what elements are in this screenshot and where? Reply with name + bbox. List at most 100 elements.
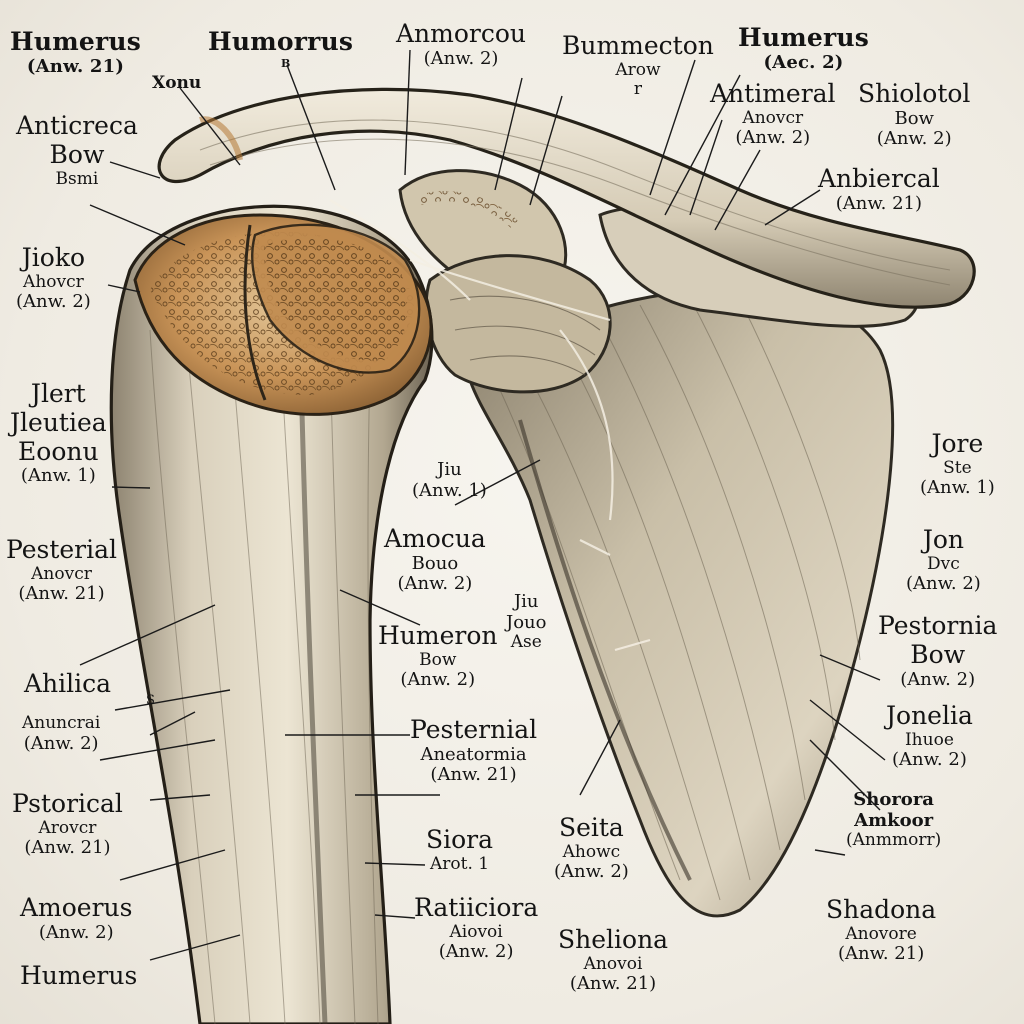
label-sub: Ahovcr (23, 271, 84, 292)
label-amoerus: Amoerus (Anw. 2) (20, 893, 133, 943)
label-title: Shorora (853, 789, 934, 810)
label-title: Amoerus (20, 893, 133, 922)
label-sub: Ihuoe (904, 729, 954, 750)
label-humerus-top-left: Humerus (Anw. 21) (10, 27, 141, 77)
label-s-mark: S (146, 693, 155, 709)
label-title: Seita (558, 813, 624, 842)
label-sub: Ahowc (562, 841, 621, 862)
label-anuncrai: Anuncrai (Anw. 2) (22, 713, 101, 754)
label-jioko: Jioko Ahovcr (Anw. 2) (16, 243, 91, 313)
label-sub2: (Anw. 2) (892, 749, 967, 771)
label-sub2: (Anw. 21) (569, 973, 657, 995)
label-sub: (Anw. 2) (38, 921, 114, 943)
label-pstorical: Pstorical Arovcr (Anw. 21) (12, 789, 123, 859)
label-title: Anmorcou (396, 19, 527, 48)
label-anticreca: Anticreca Bow Bsmi (16, 111, 138, 189)
label-title: Anuncrai (22, 713, 101, 733)
label-title: Jon (922, 525, 964, 554)
label-sub2: (Anw. 2) (906, 573, 981, 595)
label-sub: Jouo (506, 611, 547, 633)
label-sub: Aneatormia (420, 743, 527, 765)
label-ahilica: Ahilica (24, 669, 112, 699)
label-title: Humorrus (208, 27, 354, 56)
label-sub: (Anw. 2) (23, 732, 99, 754)
label-humeron: Humeron Bow (Anw. 2) (378, 621, 498, 691)
label-antimeral: Antimeral Anovcr (Anw. 2) (710, 79, 836, 149)
label-title: Humerus (738, 23, 869, 52)
label-title: Ahilica (24, 669, 112, 698)
label-humerus-top-right: Humerus (Aec. 2) (738, 23, 869, 73)
label-b-mark: B (281, 57, 291, 71)
label-title: Humeron (378, 621, 498, 650)
label-jore: Jore Ste (Anw. 1) (920, 429, 995, 499)
label-sub: Anovcr (31, 563, 92, 584)
label-title: Anbiercal (818, 164, 940, 193)
label-shadona: Shadona Anovore (Anw. 21) (826, 895, 936, 965)
clavicle (157, 87, 976, 309)
label-amocua: Amocua Bouo (Anw. 2) (384, 524, 486, 595)
label-title: Pesterial (6, 535, 118, 564)
label-pesternial: Pesternial Aneatormia (Anw. 21) (410, 715, 538, 786)
label-ratiiciora: Ratiiciora Aiovoi (Anw. 2) (414, 893, 539, 963)
label-anmorcou: Anmorcou (Anw. 2) (396, 19, 527, 69)
label-pesterial: Pesterial Anovcr (Anw. 21) (6, 535, 118, 605)
label-sub2: r (633, 79, 643, 100)
label-jon: Jon Dvc (Anw. 2) (906, 525, 981, 595)
glenoid (424, 254, 612, 394)
label-bummecton: Bummecton Arow r (562, 31, 714, 100)
label-sub2: (Anw. 2) (400, 669, 476, 691)
label-sub: (Anw. 2) (423, 47, 499, 69)
label-humerus-bottom: Humerus (20, 961, 137, 991)
label-sub: Bouo (411, 552, 459, 574)
label-jlert: Jlert Jleutiea Eoonu (Anw. 1) (10, 379, 107, 487)
label-sub: (Anw. 21) (835, 192, 923, 214)
label-title: B (281, 57, 291, 70)
label-sub2: (Anw. 21) (430, 764, 517, 786)
label-title: Jore (931, 429, 984, 458)
label-title: Xonu (152, 73, 202, 93)
label-jiu: Jiu (Anw. 1) (412, 459, 487, 501)
label-sub2: (Anw. 2) (438, 941, 514, 963)
label-shorora: Shorora Amkoor (Anmmorr) (846, 789, 942, 851)
label-sub2: Ase (510, 632, 542, 653)
label-sub3: (Anw. 1) (20, 465, 96, 487)
label-sub: Anovoi (583, 953, 643, 974)
label-sub2: (Anw. 2) (16, 291, 91, 313)
label-title: S (146, 693, 155, 708)
label-sub: Jleutiea (10, 407, 107, 437)
label-title: Siora (426, 825, 494, 854)
label-sub: Arow (615, 59, 661, 80)
label-pestornia: Pestornia Bow (Anw. 2) (878, 611, 998, 690)
label-sub2: (Anw. 21) (837, 943, 925, 965)
label-sub2: (Anw. 2) (735, 127, 811, 149)
label-title: Jiu (437, 459, 462, 480)
label-sub: Arot. 1 (429, 853, 490, 874)
label-xonu: Xonu (152, 73, 202, 94)
label-humorrus: Humorrus (208, 27, 354, 57)
label-sheliona: Sheliona Anovoi (Anw. 21) (558, 925, 668, 995)
label-title: Ratiiciora (414, 893, 539, 922)
label-jonelia: Jonelia Ihuoe (Anw. 2) (886, 701, 973, 771)
label-title: Jonelia (886, 701, 973, 730)
label-title: Shiolotol (858, 79, 971, 108)
label-title: Antimeral (710, 79, 836, 108)
label-title: Pestornia (878, 611, 998, 640)
leader-lines (79, 49, 886, 961)
label-title: Pesternial (410, 715, 538, 744)
label-sub: Bow (419, 649, 457, 670)
label-title: Anticreca (16, 111, 138, 140)
label-sub: Amkoor (854, 809, 934, 831)
label-sub: Bow (894, 107, 934, 129)
label-sub2: (Anw. 1) (920, 477, 995, 499)
label-title: Pstorical (12, 789, 123, 818)
label-sub: Arovcr (38, 817, 97, 838)
label-sub2: (Anw. 2) (554, 861, 629, 883)
label-siora: Siora Arot. 1 (426, 825, 494, 874)
label-shiolotol: Shiolotol Bow (Anw. 2) (858, 79, 971, 150)
label-sub2: (Anw. 2) (876, 128, 952, 150)
label-sub: (Aec. 2) (763, 51, 844, 73)
label-sub2: (Anmmorr) (846, 830, 942, 851)
label-sub: Anovcr (742, 107, 804, 128)
